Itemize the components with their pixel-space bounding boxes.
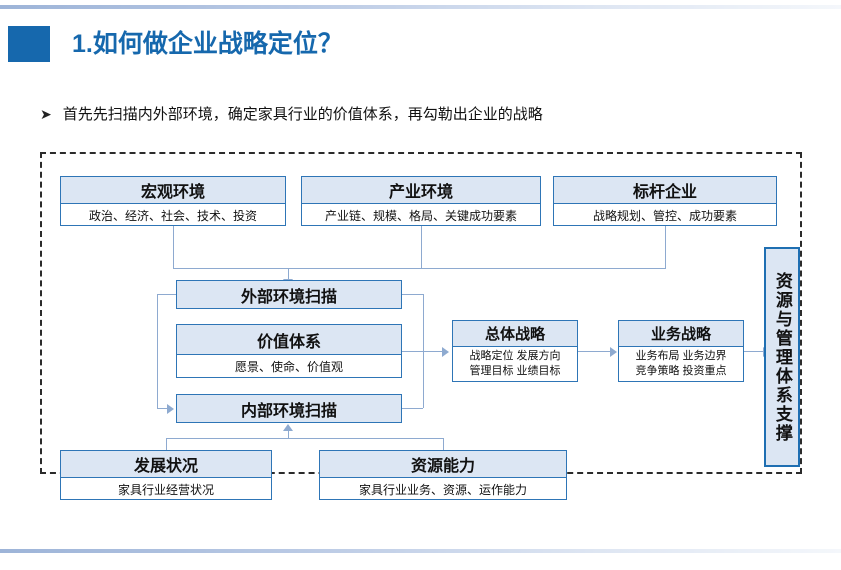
box-business-strategy-line2: 竞争策略 投资重点 [635,365,727,377]
box-overall-strategy-line1: 战略定位 发展方向 [469,350,561,362]
arrow-right-to-internal-scan [167,404,174,414]
box-overall-strategy[interactable]: 总体战略 战略定位 发展方向 管理目标 业绩目标 [452,320,578,382]
box-benchmark-enterprise-detail: 战略规划、管控、成功要素 [592,208,737,223]
box-business-strategy-line1: 业务布局 业务边界 [635,350,727,362]
box-development-status-title: 发展状况 [61,451,271,478]
box-value-system-title: 价值体系 [177,325,401,355]
connector-bracket-to-overall [423,351,443,352]
box-overall-strategy-line2: 管理目标 业绩目标 [469,365,561,377]
box-resource-management-support[interactable]: 资源与管理体系支撑 [764,247,800,467]
top-gradient-rule [0,5,841,9]
box-resource-management-support-title: 资源与管理体系支撑 [772,271,792,443]
connector-bottom-bus-to-internal [288,431,289,438]
box-business-strategy-title: 业务战略 [619,321,743,347]
box-benchmark-enterprise[interactable]: 标杆企业 战略规划、管控、成功要素 [553,176,777,226]
connector-benchmark-down [665,226,666,268]
page-title: 1.如何做企业战略定位？ [72,30,343,58]
box-external-environment-scan[interactable]: 外部环境扫描 [176,280,402,309]
connector-left-bracket-into-internal [157,408,168,409]
connector-left-bracket-vertical [157,294,158,408]
box-overall-strategy-detail: 战略定位 发展方向 管理目标 业绩目标 [453,347,577,381]
box-resource-capability-detail: 家具行业业务、资源、运作能力 [358,482,527,497]
bullet-row: ➤ 首先先扫描内外部环境，确定家具行业的价值体系，再勾勒出企业的战略 [40,103,543,124]
connector-development-up [166,438,167,450]
connector-industry-down [421,226,422,268]
box-benchmark-enterprise-title: 标杆企业 [554,177,776,204]
box-industry-environment-title: 产业环境 [302,177,540,204]
connector-macro-down [173,226,174,268]
connector-business-to-pillar [744,351,764,352]
box-macro-environment[interactable]: 宏观环境 政治、经济、社会、技术、投资 [60,176,286,226]
connector-bus-to-external [288,268,289,280]
box-value-system-detail: 愿景、使命、价值观 [234,360,343,374]
box-development-status[interactable]: 发展状况 家具行业经营状况 [60,450,272,500]
box-macro-environment-detail: 政治、经济、社会、技术、投资 [88,208,257,223]
arrow-right-to-business-strategy [610,347,617,357]
connector-external-left-stub [157,294,176,295]
arrow-bullet-icon: ➤ [40,105,52,122]
connector-resource-up [443,438,444,450]
box-resource-capability-title: 资源能力 [320,451,566,478]
connector-external-right-stub [402,294,423,295]
connector-bottom-bus [166,438,444,439]
connector-overall-to-business [578,351,611,352]
box-resource-capability[interactable]: 资源能力 家具行业业务、资源、运作能力 [319,450,567,500]
title-accent-square [8,26,50,62]
arrow-right-to-overall-strategy [442,347,449,357]
bullet-text: 首先先扫描内外部环境，确定家具行业的价值体系，再勾勒出企业的战略 [62,106,543,123]
box-internal-environment-scan[interactable]: 内部环境扫描 [176,394,402,423]
box-development-status-detail: 家具行业经营状况 [117,482,214,497]
connector-internal-right-stub [402,408,423,409]
box-value-system[interactable]: 价值体系 愿景、使命、价值观 [176,324,402,378]
arrow-up-to-internal-scan [283,424,293,431]
box-overall-strategy-title: 总体战略 [453,321,577,347]
box-industry-environment-detail: 产业链、规模、格局、关键成功要素 [324,208,517,223]
connector-value-right-stub [402,351,423,352]
box-industry-environment[interactable]: 产业环境 产业链、规模、格局、关键成功要素 [301,176,541,226]
box-macro-environment-title: 宏观环境 [61,177,285,204]
connector-toprow-bus [173,268,666,269]
bottom-gradient-rule [0,549,841,553]
box-business-strategy-detail: 业务布局 业务边界 竞争策略 投资重点 [619,347,743,381]
box-business-strategy[interactable]: 业务战略 业务布局 业务边界 竞争策略 投资重点 [618,320,744,382]
